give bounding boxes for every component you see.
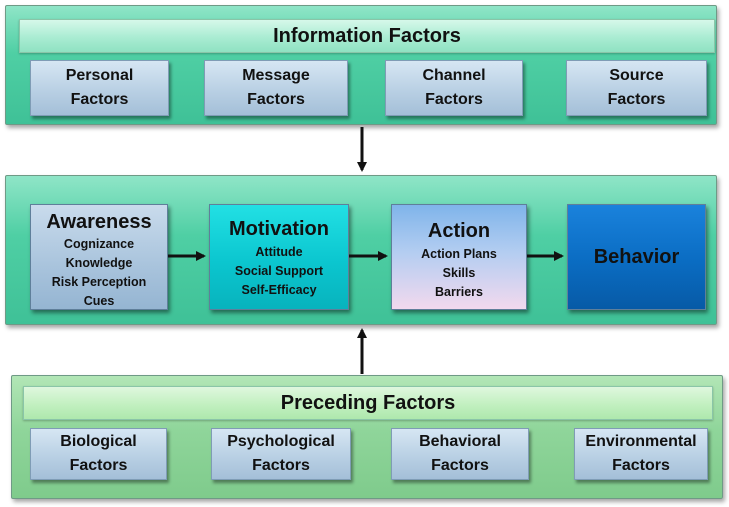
awareness-title: Awareness bbox=[46, 211, 152, 233]
factor-message: Message Factors bbox=[204, 60, 348, 116]
action-title: Action bbox=[427, 220, 491, 242]
motivation-item-self-efficacy: Self-Efficacy bbox=[241, 283, 317, 297]
awareness-item-knowledge: Knowledge bbox=[65, 256, 133, 270]
stage-behavior: Behavior bbox=[567, 204, 706, 310]
factor-psychological: Psychological Factors bbox=[211, 428, 351, 480]
motivation-item-attitude: Attitude bbox=[255, 245, 303, 259]
action-item-skills: Skills bbox=[442, 266, 476, 280]
motivation-title: Motivation bbox=[229, 218, 329, 240]
factor-behavioral: Behavioral Factors bbox=[391, 428, 529, 480]
information-factors-panel: Information Factors Personal Factors Mes… bbox=[5, 5, 717, 125]
behavior-stages-panel: Awareness Cognizance Knowledge Risk Perc… bbox=[5, 175, 717, 325]
awareness-item-cognizance: Cognizance bbox=[63, 237, 135, 251]
action-item-barriers: Barriers bbox=[435, 285, 483, 299]
preceding-factors-panel: Preceding Factors Biological Factors Psy… bbox=[11, 375, 723, 499]
factor-personal: Personal Factors bbox=[30, 60, 169, 116]
stage-action: Action Action Plans Skills Barriers bbox=[391, 204, 527, 310]
stage-awareness: Awareness Cognizance Knowledge Risk Perc… bbox=[30, 204, 168, 310]
information-factors-title: Information Factors bbox=[19, 19, 715, 53]
factor-biological: Biological Factors bbox=[30, 428, 167, 480]
awareness-item-cues: Cues bbox=[83, 294, 115, 308]
factor-source: Source Factors bbox=[566, 60, 707, 116]
preceding-factors-title: Preceding Factors bbox=[23, 386, 713, 420]
behavior-title: Behavior bbox=[593, 245, 680, 268]
factor-environmental: Environmental Factors bbox=[574, 428, 708, 480]
stage-motivation: Motivation Attitude Social Support Self-… bbox=[209, 204, 349, 310]
factor-channel: Channel Factors bbox=[385, 60, 523, 116]
awareness-item-risk-perception: Risk Perception bbox=[51, 275, 147, 289]
action-item-action-plans: Action Plans bbox=[421, 247, 497, 261]
motivation-item-social-support: Social Support bbox=[234, 264, 324, 278]
